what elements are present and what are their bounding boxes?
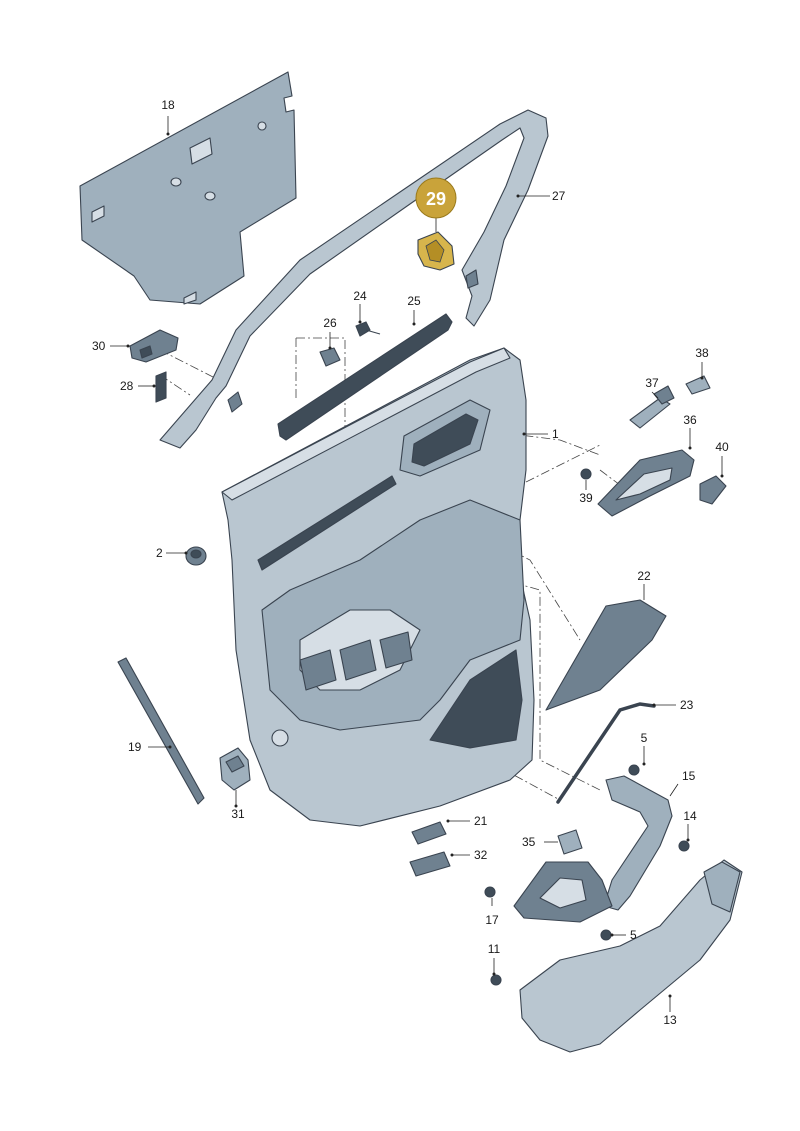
label-32: 32 bbox=[474, 848, 488, 862]
label-2: 2 bbox=[156, 546, 163, 560]
label-38: 38 bbox=[695, 346, 709, 360]
label-11: 11 bbox=[488, 942, 501, 956]
part-32-cover bbox=[409, 851, 451, 877]
part-5-screw-upper bbox=[628, 764, 640, 776]
part-39-screw bbox=[580, 468, 592, 480]
label-24: 24 bbox=[353, 289, 367, 303]
part-27-window-frame-trim bbox=[159, 109, 549, 449]
label-30: 30 bbox=[92, 339, 106, 353]
part-38-cap bbox=[685, 375, 711, 395]
part-22-trim-insert bbox=[545, 599, 667, 711]
label-21: 21 bbox=[474, 814, 488, 828]
label-35: 35 bbox=[522, 835, 536, 849]
part-28-pad bbox=[155, 371, 167, 403]
part-36-inner-handle bbox=[597, 449, 695, 517]
part-19-seal-strip bbox=[117, 657, 205, 805]
label-14: 14 bbox=[683, 809, 697, 823]
label-22: 22 bbox=[637, 569, 651, 583]
label-1: 1 bbox=[552, 427, 559, 441]
highlight-badge-29: 29 bbox=[415, 177, 457, 232]
highlight-badge-label: 29 bbox=[426, 189, 446, 209]
part-17-carrier bbox=[484, 861, 613, 923]
part-labels: 18 27 24 25 26 30 28 1 2 19 31 22 23 5 1… bbox=[92, 98, 729, 1027]
part-23-rod bbox=[556, 702, 656, 804]
part-13-armrest bbox=[519, 859, 743, 1053]
part-37-cable bbox=[629, 385, 675, 429]
label-39: 39 bbox=[579, 491, 593, 505]
part-11-screw bbox=[490, 974, 502, 986]
label-31: 31 bbox=[231, 807, 245, 821]
label-27: 27 bbox=[552, 189, 566, 203]
part-2-grommet bbox=[185, 546, 207, 566]
part-35-switch-housing bbox=[557, 829, 583, 855]
leader-arrowheads bbox=[126, 132, 724, 998]
leader-lines bbox=[110, 116, 723, 1012]
label-19: 19 bbox=[128, 740, 142, 754]
part-5-screw-lower bbox=[600, 929, 612, 941]
part-14-screw bbox=[678, 840, 690, 852]
part-30-bracket bbox=[129, 329, 179, 363]
label-5-upper: 5 bbox=[641, 731, 648, 745]
part-25-trim-strip bbox=[277, 313, 453, 441]
label-5-lower: 5 bbox=[630, 928, 637, 942]
label-37: 37 bbox=[645, 376, 659, 390]
part-21-cover bbox=[411, 821, 447, 845]
label-13: 13 bbox=[663, 1013, 677, 1027]
label-28: 28 bbox=[120, 379, 134, 393]
label-18: 18 bbox=[161, 98, 175, 112]
part-31-switch bbox=[219, 747, 251, 791]
label-17: 17 bbox=[485, 913, 499, 927]
part-24-screw bbox=[355, 321, 381, 337]
label-40: 40 bbox=[715, 440, 729, 454]
label-15: 15 bbox=[682, 769, 696, 783]
label-25: 25 bbox=[407, 294, 421, 308]
part-1-door-panel bbox=[221, 347, 535, 827]
label-36: 36 bbox=[683, 413, 697, 427]
part-15-pull-handle bbox=[603, 775, 673, 911]
part-40-cap bbox=[699, 475, 727, 505]
part-26-clip bbox=[319, 347, 341, 367]
part-18-insulation-panel bbox=[79, 71, 297, 305]
label-23: 23 bbox=[680, 698, 694, 712]
part-29-clip bbox=[417, 231, 455, 271]
label-26: 26 bbox=[323, 316, 337, 330]
